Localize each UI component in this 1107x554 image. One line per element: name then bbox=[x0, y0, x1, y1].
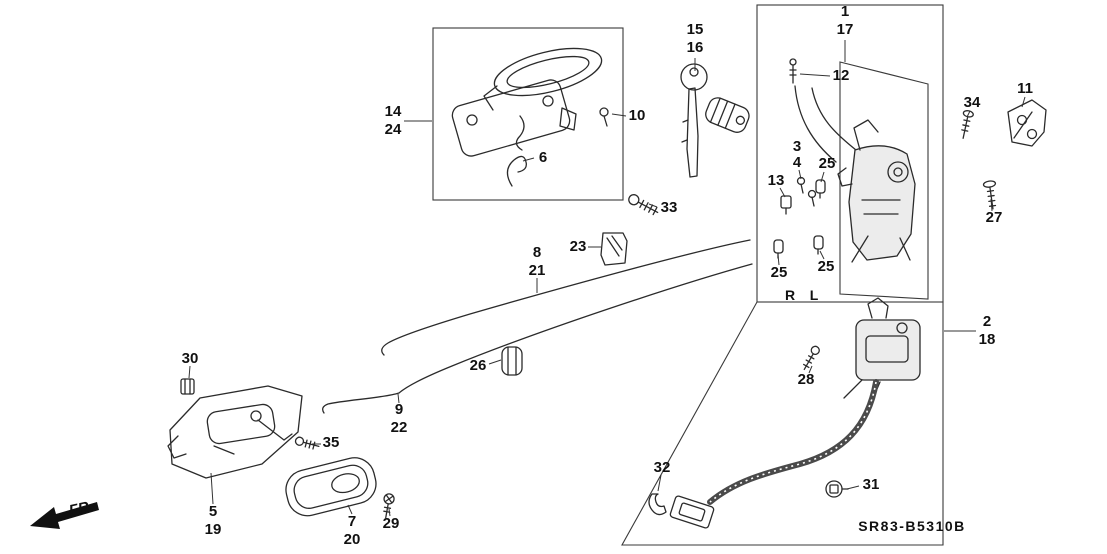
part-label-10: 10 bbox=[629, 107, 646, 124]
part-label-21: 21 bbox=[529, 262, 546, 279]
front-latch-assembly bbox=[837, 119, 916, 263]
part-label-18: 18 bbox=[979, 331, 996, 348]
rear-lock-assembly bbox=[843, 297, 921, 399]
grommet-26 bbox=[501, 346, 523, 376]
part-label-24: 24 bbox=[385, 121, 402, 138]
part-label-9: 9 bbox=[395, 401, 403, 418]
clip-25-c bbox=[813, 235, 824, 255]
rod-9-22 bbox=[322, 263, 753, 414]
part-label-4: 4 bbox=[793, 154, 802, 171]
inner-handle-base bbox=[167, 385, 303, 479]
inner-latch-box bbox=[839, 61, 929, 300]
clip-30 bbox=[180, 378, 195, 395]
part-label-30: 30 bbox=[182, 350, 199, 367]
part-label-16: 16 bbox=[687, 39, 704, 56]
inner-handle-bezel bbox=[285, 457, 377, 517]
side-marker-left: L bbox=[810, 287, 819, 303]
grommet-31 bbox=[825, 480, 849, 498]
part-label-33: 33 bbox=[661, 199, 678, 216]
screw-34 bbox=[961, 110, 974, 139]
outer-handle-box bbox=[432, 27, 624, 201]
rod-8-21 bbox=[381, 239, 751, 356]
part-label-8: 8 bbox=[533, 244, 541, 261]
part-label-14: 14 bbox=[385, 103, 402, 120]
lock-cable-ribbing bbox=[709, 381, 877, 503]
clip-32 bbox=[648, 493, 667, 516]
part-label-26: 26 bbox=[470, 357, 487, 374]
key-part bbox=[680, 63, 708, 178]
part-label-20: 20 bbox=[344, 531, 361, 548]
outer-handle-part bbox=[451, 47, 603, 157]
pin-clip-10 bbox=[599, 107, 609, 127]
screw-35 bbox=[294, 436, 320, 450]
part-label-7: 7 bbox=[348, 513, 356, 530]
part-label-31: 31 bbox=[863, 476, 880, 493]
clip-13 bbox=[780, 195, 792, 215]
part-label-29: 29 bbox=[383, 515, 400, 532]
lock-cylinder-part bbox=[705, 97, 750, 133]
rear-lock-box bbox=[621, 301, 944, 546]
screw-33 bbox=[628, 194, 659, 216]
screws-3-4 bbox=[796, 176, 817, 207]
part-label-6: 6 bbox=[539, 149, 547, 166]
part-label-1: 1 bbox=[841, 3, 849, 20]
part-label-17: 17 bbox=[837, 21, 854, 38]
clip-25-b bbox=[773, 239, 784, 259]
lock-assembly-box bbox=[756, 4, 944, 303]
part-label-23: 23 bbox=[570, 238, 587, 255]
part-label-2: 2 bbox=[983, 313, 991, 330]
part-label-12: 12 bbox=[833, 67, 850, 84]
part-label-5: 5 bbox=[209, 503, 217, 520]
clip-25-a bbox=[815, 179, 826, 199]
screw-29 bbox=[383, 493, 395, 519]
part-label-22: 22 bbox=[391, 419, 408, 436]
part-label-27: 27 bbox=[986, 209, 1003, 226]
part-label-25b: 25 bbox=[771, 264, 788, 281]
cable-connector bbox=[669, 495, 715, 529]
front-direction-arrow: FR. bbox=[30, 498, 99, 529]
side-marker-right: R bbox=[785, 287, 795, 303]
screw-28 bbox=[803, 345, 820, 371]
part-label-35: 35 bbox=[323, 434, 340, 451]
part-label-3: 3 bbox=[793, 138, 801, 155]
lock-rods bbox=[794, 85, 857, 163]
screw-12 bbox=[789, 58, 797, 84]
part-label-15: 15 bbox=[687, 21, 704, 38]
lock-cable bbox=[707, 379, 879, 505]
handle-spring-clip-6 bbox=[506, 155, 527, 187]
part-label-19: 19 bbox=[205, 521, 222, 538]
part-label-34: 34 bbox=[964, 94, 981, 111]
leader-lines bbox=[188, 40, 1026, 517]
front-marker-label: FR. bbox=[67, 498, 94, 520]
part-label-25a: 25 bbox=[819, 155, 836, 172]
part-label-11: 11 bbox=[1017, 80, 1033, 97]
part-label-25c: 25 bbox=[818, 258, 835, 275]
part-label-32: 32 bbox=[654, 459, 671, 476]
screw-27 bbox=[982, 180, 997, 210]
part-label-28: 28 bbox=[798, 371, 815, 388]
striker-11 bbox=[1007, 99, 1047, 147]
part-label-13: 13 bbox=[768, 172, 785, 189]
arrow-icon bbox=[30, 502, 99, 529]
diagram-code: SR83-B5310B bbox=[858, 518, 966, 534]
latch-plate-23 bbox=[600, 232, 628, 266]
